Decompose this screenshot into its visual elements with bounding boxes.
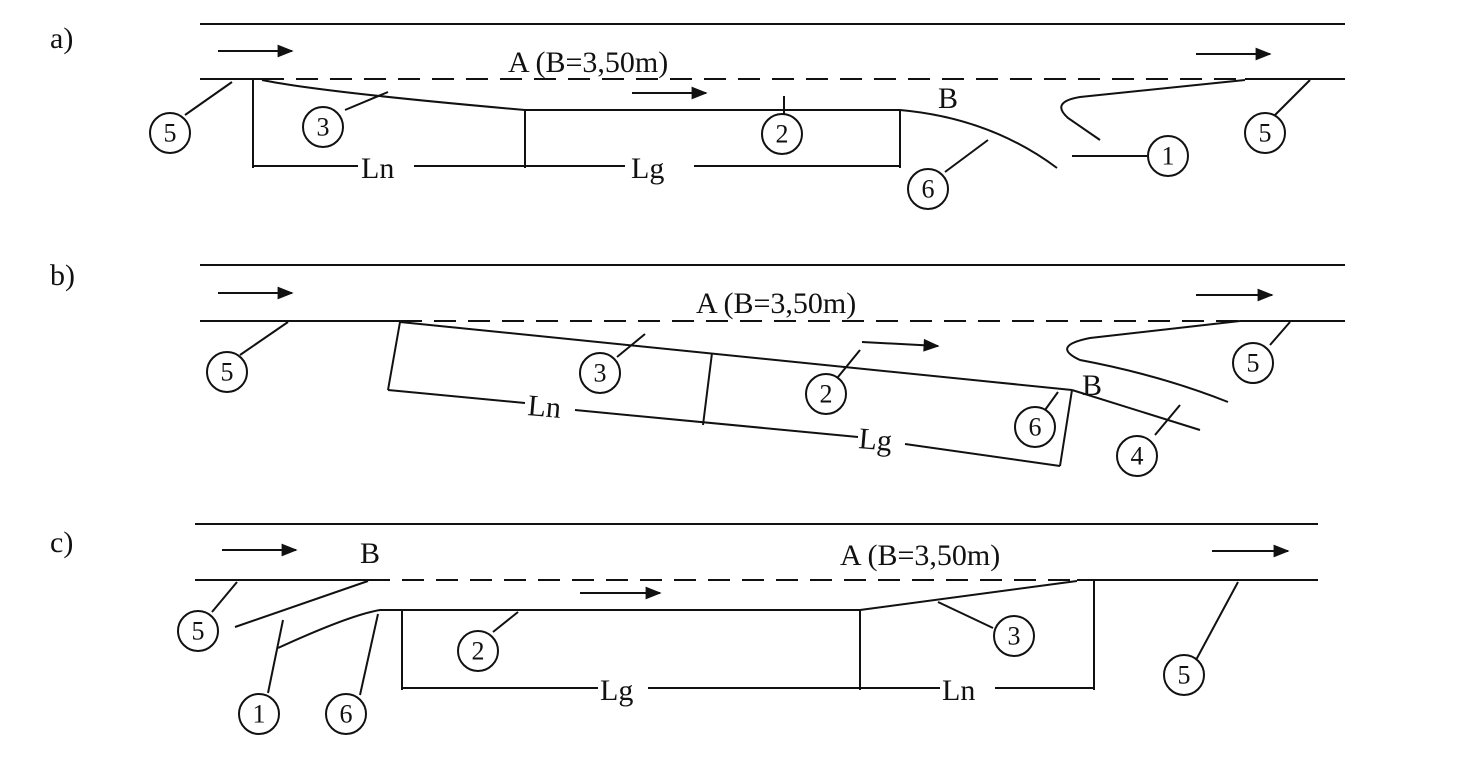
point-label-b: B <box>360 537 380 570</box>
callout-1: 1 <box>238 693 280 735</box>
callout-5: 5 <box>177 610 219 652</box>
leader-line <box>1044 391 1059 411</box>
hook-curve <box>1060 79 1246 141</box>
callout-5: 5 <box>1232 342 1274 384</box>
callout-6: 6 <box>325 693 367 735</box>
direction-arrow-icon <box>861 338 940 352</box>
callout-5: 5 <box>1244 112 1286 154</box>
callout-3: 3 <box>302 106 344 148</box>
svg-text:5: 5 <box>1247 349 1260 378</box>
taper-line <box>261 79 526 111</box>
leader-line <box>1154 404 1181 436</box>
leader-line <box>944 139 989 173</box>
leader-line <box>837 349 861 378</box>
svg-text:5: 5 <box>1178 661 1191 690</box>
leader-line <box>344 91 389 111</box>
point-label-b: B <box>938 82 958 115</box>
callout-6: 6 <box>1014 406 1056 448</box>
svg-text:4: 4 <box>1131 442 1144 471</box>
merge-curve <box>899 109 1058 169</box>
svg-text:3: 3 <box>317 113 330 142</box>
svg-text:6: 6 <box>1029 413 1042 442</box>
callout-1: 1 <box>1147 135 1189 177</box>
dim-label-ln: Ln <box>361 152 394 185</box>
callout-2: 2 <box>457 630 499 672</box>
leader-line <box>492 611 519 633</box>
leader-line <box>267 619 284 694</box>
callout-4: 4 <box>1116 435 1158 477</box>
dim-tick <box>387 321 401 391</box>
callout-6: 6 <box>907 168 949 210</box>
callout-2: 2 <box>805 373 847 415</box>
svg-text:3: 3 <box>1008 622 1021 651</box>
svg-text:3: 3 <box>594 359 607 388</box>
svg-text:2: 2 <box>472 637 485 666</box>
leader-line <box>1195 581 1239 661</box>
svg-text:6: 6 <box>922 175 935 204</box>
lane-label: A (B=3,50m) <box>508 46 668 79</box>
lane-label: A (B=3,50m) <box>696 287 856 320</box>
leader-line <box>616 333 646 358</box>
svg-text:5: 5 <box>1259 119 1272 148</box>
taper-line <box>859 580 1078 611</box>
callout-2: 2 <box>761 113 803 155</box>
lane-label: A (B=3,50m) <box>840 539 1000 572</box>
dim-label-lg: Lg <box>631 152 664 185</box>
svg-text:1: 1 <box>253 700 266 729</box>
svg-text:5: 5 <box>164 119 177 148</box>
dim-line <box>574 409 859 438</box>
leader-line <box>211 581 238 613</box>
svg-text:5: 5 <box>192 617 205 646</box>
panel-a-tag: a) <box>50 22 73 55</box>
panel-b: b) A (B=3,50m) B Ln Lg 5 3 2 6 4 5 <box>50 259 1345 477</box>
panel-c: c) B A (B=3,50m) Lg Ln 5 1 6 2 <box>50 523 1318 735</box>
ramp-curve <box>277 609 402 649</box>
panel-c-tag: c) <box>50 526 73 559</box>
dim-line <box>904 443 1061 467</box>
dim-line <box>387 389 526 404</box>
callout-3: 3 <box>993 615 1035 657</box>
callout-5: 5 <box>206 351 248 393</box>
callout-5: 5 <box>149 112 191 154</box>
svg-text:2: 2 <box>820 380 833 409</box>
callout-3: 3 <box>579 352 621 394</box>
dim-tick <box>1059 389 1073 467</box>
callout-5: 5 <box>1163 654 1205 696</box>
leader-line <box>1271 79 1311 119</box>
leader-line <box>239 321 289 356</box>
leader-line <box>359 613 379 696</box>
panel-b-tag: b) <box>50 259 75 292</box>
leader-line <box>1269 321 1291 346</box>
ramp-line <box>234 580 369 628</box>
panel-a: a) A (B=3,50m) B Ln Lg 5 3 2 <box>50 22 1345 210</box>
dim-tick <box>702 352 713 426</box>
svg-text:6: 6 <box>340 700 353 729</box>
leader-line <box>184 81 233 116</box>
dim-label-ln: Ln <box>526 389 562 425</box>
hook-curve <box>1066 320 1241 403</box>
svg-text:1: 1 <box>1162 142 1175 171</box>
svg-text:2: 2 <box>776 120 789 149</box>
dim-label-lg: Lg <box>600 674 633 707</box>
leader-line <box>937 601 994 629</box>
dim-label-ln: Ln <box>942 674 975 707</box>
lane-edge-line <box>399 321 1073 391</box>
merge-curve <box>1071 389 1201 431</box>
dim-label-lg: Lg <box>857 422 893 458</box>
svg-text:5: 5 <box>221 358 234 387</box>
